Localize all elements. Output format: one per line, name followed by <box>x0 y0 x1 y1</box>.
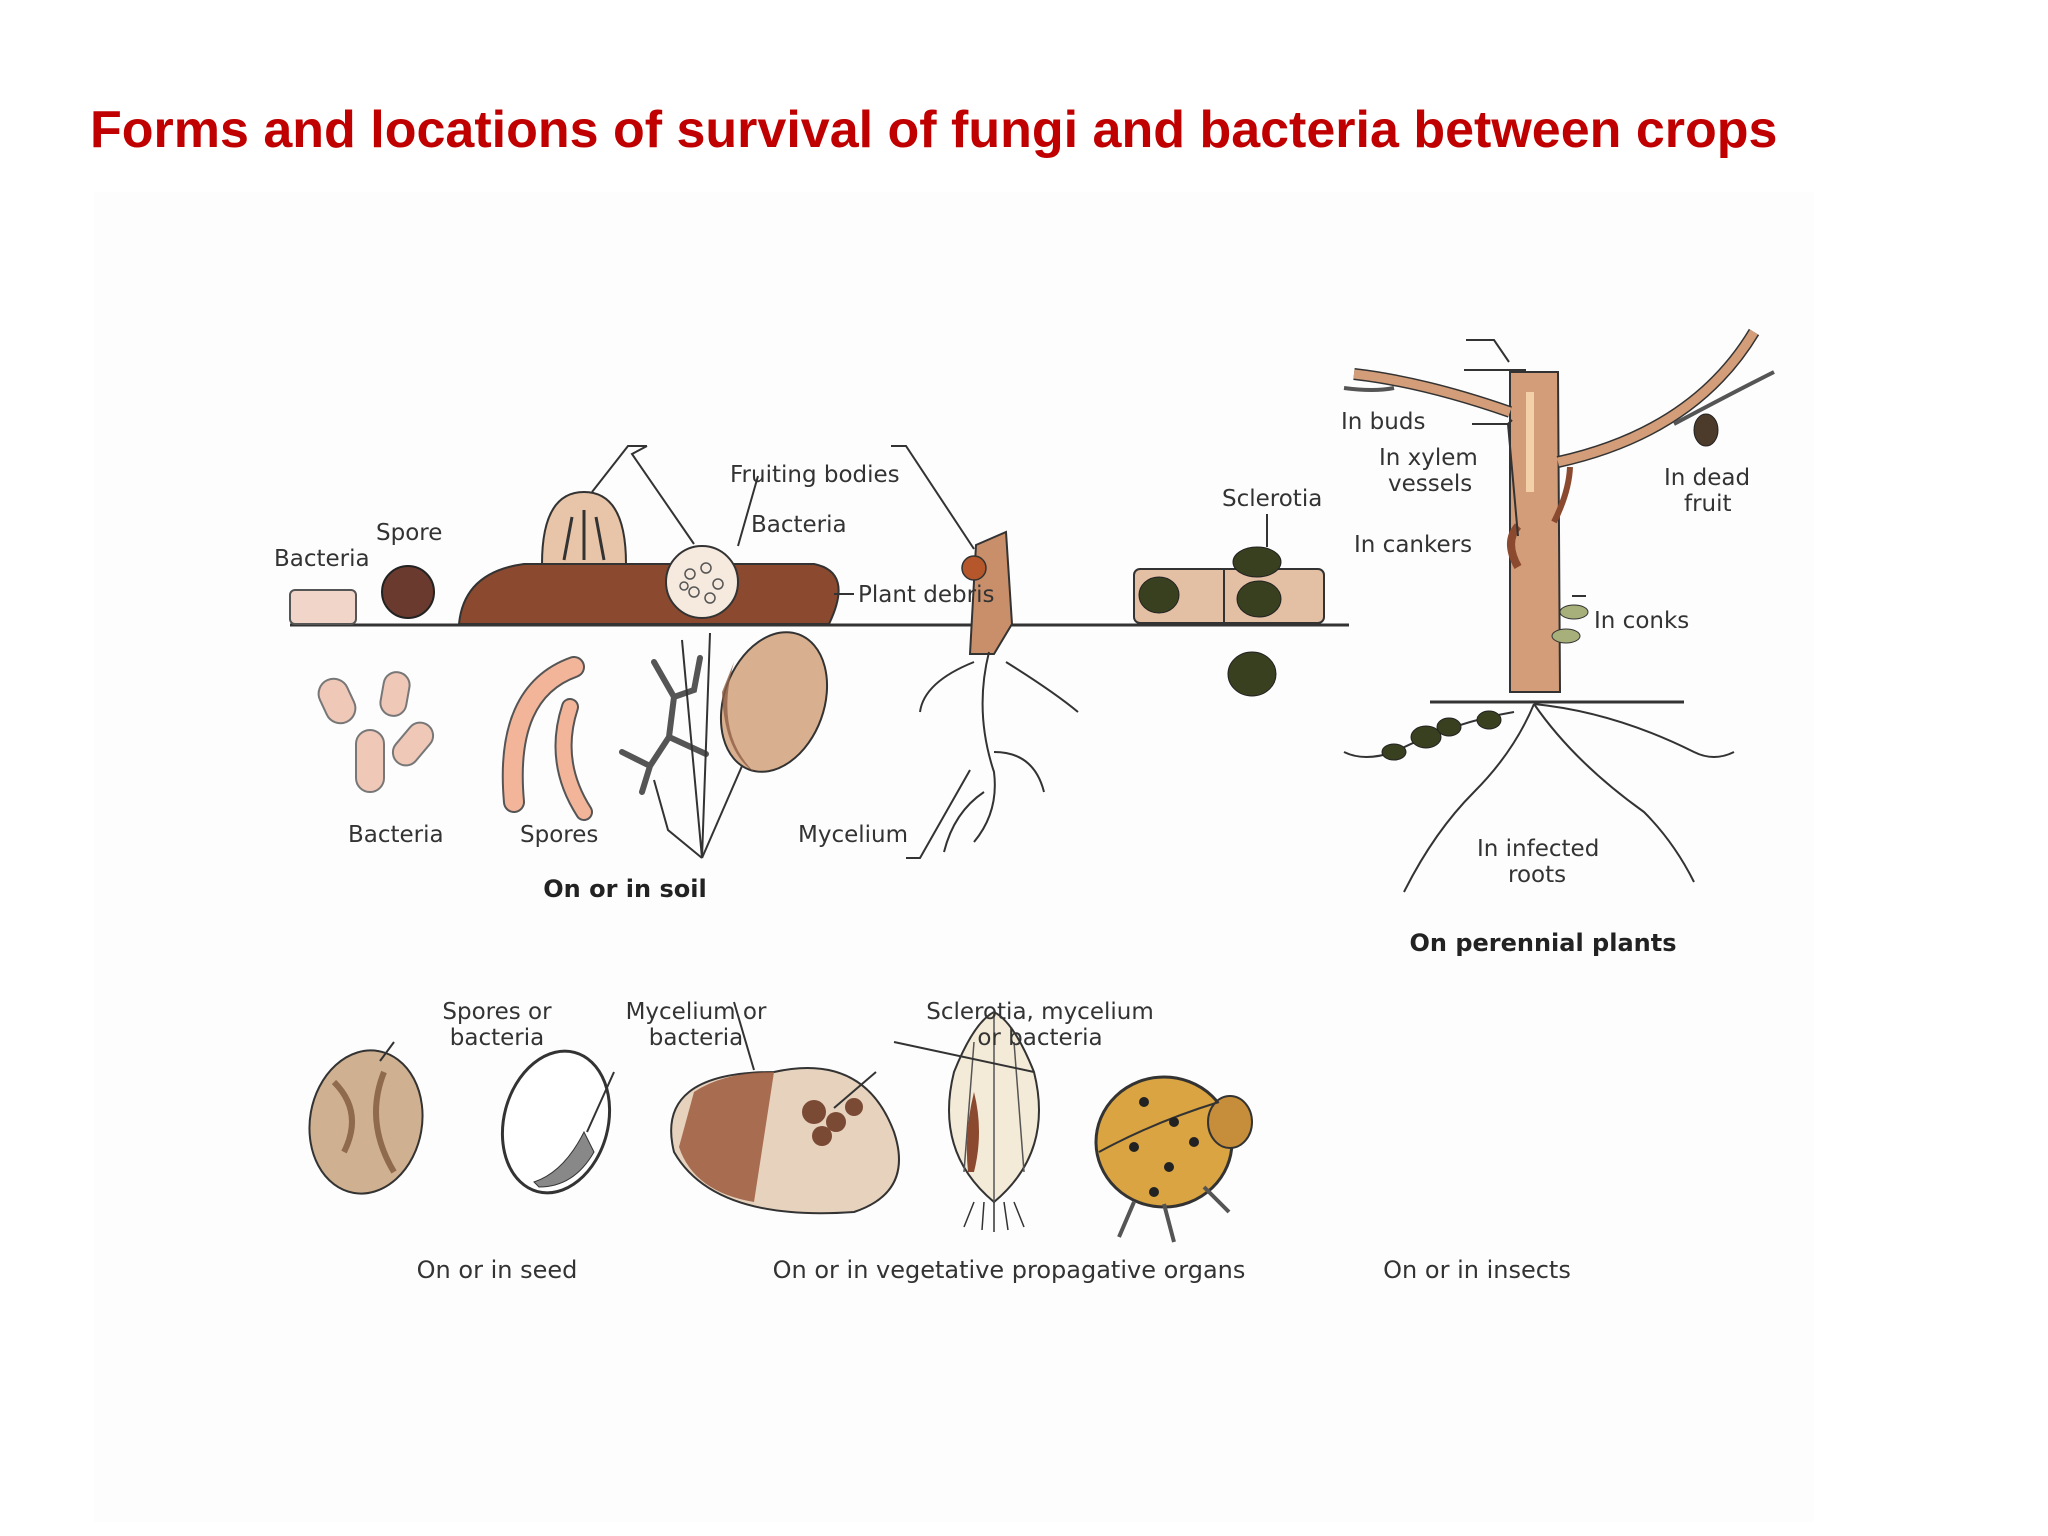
survival-diagram: Bacteria Spore Fruiting bodies Bacteria … <box>94 192 1814 1522</box>
label-sclerotia: Sclerotia <box>1222 486 1322 512</box>
soil-section <box>289 445 1349 859</box>
caption-seed: On or in seed <box>417 1256 578 1284</box>
caption-perennial: On perennial plants <box>1409 929 1676 957</box>
label-in-xylem-1: In xylem <box>1379 445 1478 471</box>
label-mycelium-or-1: Mycelium or <box>626 999 767 1025</box>
mycelium-icon <box>619 655 709 795</box>
label-mycelium: Mycelium <box>798 822 908 848</box>
caption-vegetative: On or in vegetative propagative organs <box>773 1256 1246 1284</box>
infected-root-nodules <box>1381 710 1502 761</box>
label-fruiting-bodies: Fruiting bodies <box>730 462 900 488</box>
label-in-xylem-2: vessels <box>1388 471 1472 497</box>
caption-insects: On or in insects <box>1383 1256 1571 1284</box>
sclerotium-icon <box>1227 651 1277 697</box>
label-spores: Spores <box>520 822 598 848</box>
plant-debris-mound <box>457 563 840 625</box>
label-mycelium-or-2: bacteria <box>649 1025 743 1051</box>
seed-icon <box>308 1049 424 1195</box>
label-in-dead-1: In dead <box>1664 465 1750 491</box>
label-bacteria-soil: Bacteria <box>348 822 444 848</box>
label-sclerotia-mycelium-1: Sclerotia, mycelium <box>926 999 1154 1025</box>
canker-icon <box>1507 523 1522 569</box>
bacteria-block-icon <box>289 589 357 625</box>
bacteria-cells-icon <box>317 671 435 793</box>
caption-soil: On or in soil <box>543 875 706 903</box>
spores-icon <box>501 656 593 821</box>
diagram-canvas: Bacteria Spore Fruiting bodies Bacteria … <box>274 328 1775 1284</box>
label-in-buds: In buds <box>1341 409 1425 435</box>
label-bacteria-surface: Bacteria <box>274 546 370 572</box>
seed-organs-insects <box>308 1001 1253 1243</box>
label-spore: Spore <box>376 520 442 546</box>
label-sclerotia-mycelium-2: or bacteria <box>977 1025 1102 1051</box>
perennial-tree <box>1343 328 1775 893</box>
label-in-conks: In conks <box>1594 608 1689 634</box>
dead-fruit-icon <box>1693 413 1719 447</box>
conk-icon <box>1559 604 1589 620</box>
spore-ball-icon <box>381 565 435 619</box>
label-spores-or-1: Spores or <box>442 999 552 1025</box>
tree-trunk-icon <box>1509 371 1562 693</box>
label-infected-roots-2: roots <box>1508 862 1566 888</box>
slide-title: Forms and locations of survival of fungi… <box>90 101 1778 159</box>
label-plant-debris: Plant debris <box>858 582 994 608</box>
label-in-cankers: In cankers <box>1354 532 1472 558</box>
label-infected-roots-1: In infected <box>1477 836 1599 862</box>
label-in-dead-2: fruit <box>1684 491 1732 517</box>
label-bacteria-pocket: Bacteria <box>751 512 847 538</box>
bacteria-pocket-icon <box>665 545 739 619</box>
label-spores-or-2: bacteria <box>450 1025 544 1051</box>
